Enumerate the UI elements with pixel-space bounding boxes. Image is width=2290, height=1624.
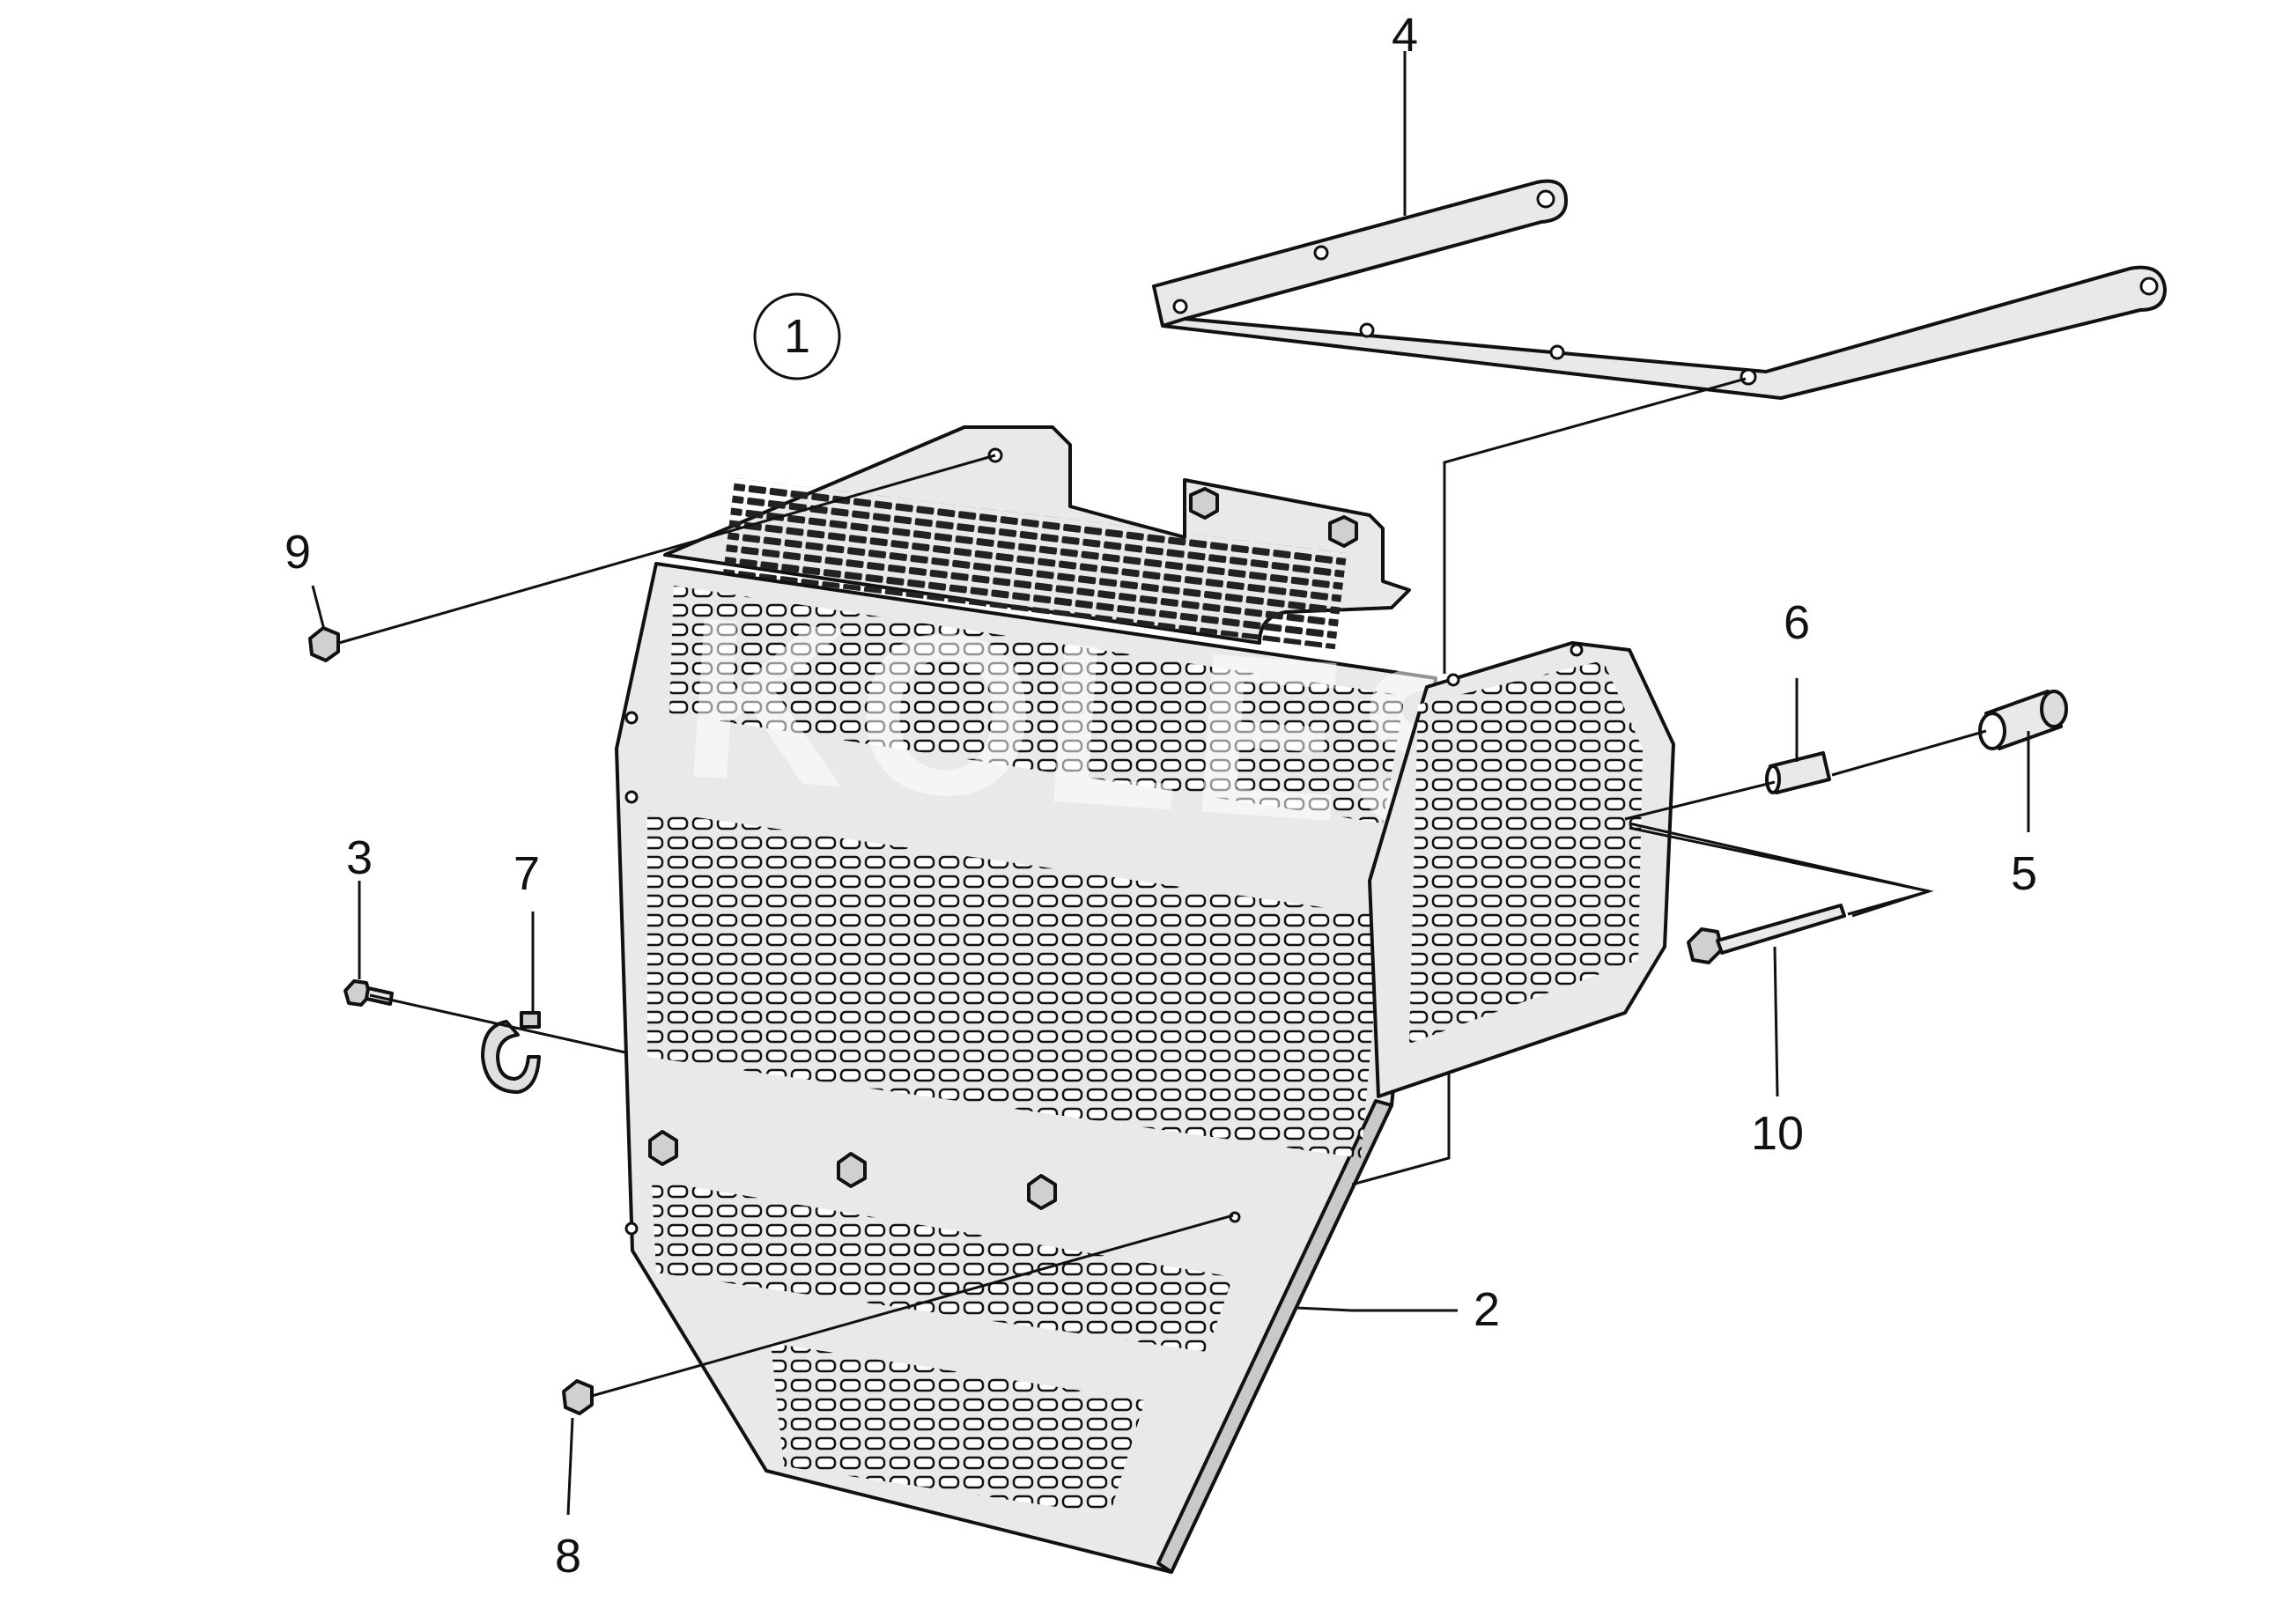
callout-6: 6 — [1784, 596, 1810, 649]
callout-7: 7 — [513, 847, 540, 900]
bolt-icon — [1687, 904, 1846, 964]
flange-nut-icon — [562, 1379, 594, 1415]
flange-nut-icon — [648, 1130, 1057, 1210]
mounting-bracket-icon — [1152, 179, 2167, 400]
callout-2: 2 — [1474, 1283, 1500, 1336]
callout-5: 5 — [2011, 847, 2037, 900]
flange-nut-icon — [308, 626, 340, 662]
assembly-marker-label: 1 — [784, 310, 810, 363]
top-flange-icon — [663, 425, 1411, 650]
pin-icon — [1765, 751, 1831, 794]
leader-lines — [311, 51, 2030, 1516]
callout-3: 3 — [346, 831, 373, 884]
assembly-marker: 1 — [753, 292, 841, 380]
perforated-guard-plate-icon: KOLESA — [615, 562, 1697, 1574]
callout-4: 4 — [1392, 9, 1418, 62]
bolt-icon — [344, 979, 394, 1007]
spacer-sleeve-icon — [1978, 690, 2068, 750]
hose-clip-icon — [481, 1011, 541, 1094]
side-guard-panel-icon — [1368, 641, 1675, 1098]
callout-10: 10 — [1751, 1107, 1804, 1160]
callout-8: 8 — [555, 1530, 581, 1583]
callout-9: 9 — [284, 526, 311, 579]
